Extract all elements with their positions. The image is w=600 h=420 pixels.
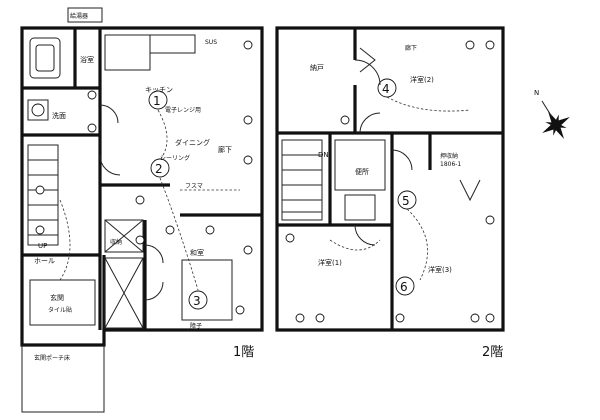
room-entrance: 玄関 xyxy=(50,293,64,302)
room-hall: ホール xyxy=(34,257,55,265)
stairs-floor1: UP xyxy=(27,144,59,250)
room-closet: 納戸 xyxy=(310,63,324,72)
room-western1: 洋室(1) xyxy=(318,258,342,267)
marker-4: 4 xyxy=(382,82,390,96)
marker-1: 1 xyxy=(153,94,161,108)
room-washroom: 洗面 xyxy=(52,111,66,120)
marker-6: 6 xyxy=(400,280,408,294)
floor1-label: 1階 xyxy=(233,345,254,360)
room-japanese: 和室 xyxy=(190,248,204,257)
room-corridor1: 廊下 xyxy=(218,145,232,154)
stairs-floor2: DN xyxy=(281,139,329,221)
fusuma-label: フスマ xyxy=(185,183,203,190)
room-western2: 洋室(2) xyxy=(410,75,434,84)
floor2-plan: 納戸 洋室(2) 廊下 DN 便所 押収納 1806-1 洋室(1) 洋室(3)… xyxy=(275,26,505,360)
hot-water-note: 給湯器 xyxy=(70,12,88,20)
floor1-plan: 給湯器 浴室 洗面 UP ホール 玄関 タイル貼 玄関ポー xyxy=(20,7,264,413)
floor1-markers: 1 2 3 xyxy=(148,90,208,310)
range-note: 電子レンジ用 xyxy=(165,107,201,114)
porch-label: 玄関ポーチ床 xyxy=(34,354,70,362)
ceiling-note: シーリング xyxy=(160,154,190,162)
room-dining: ダイニング xyxy=(175,138,210,147)
marker-3: 3 xyxy=(193,294,201,308)
corridor2-label: 廊下 xyxy=(405,44,417,52)
hall-up-label: UP xyxy=(38,242,47,250)
storage2-label: 押収納 xyxy=(440,152,458,160)
dn-label: DN xyxy=(318,151,329,159)
marker-5: 5 xyxy=(402,194,410,208)
code-note: 1806-1 xyxy=(440,161,461,168)
floor1-outlets xyxy=(35,40,253,315)
room-kitchen: キッチン xyxy=(145,86,173,94)
compass-north-label: N xyxy=(534,89,539,97)
sus-note: SUS xyxy=(205,39,217,46)
storage-label: 収納 xyxy=(110,238,122,246)
entrance-floor-note: タイル貼 xyxy=(48,306,72,314)
floor2-markers: 4 5 6 xyxy=(377,78,417,296)
room-bath: 浴室 xyxy=(80,55,94,64)
marker-2: 2 xyxy=(155,162,163,176)
shoji-label: 障子 xyxy=(190,322,202,330)
floor2-label: 2階 xyxy=(482,345,503,360)
floor2-outlets xyxy=(285,40,495,323)
compass: N xyxy=(534,89,570,139)
room-toilet: 便所 xyxy=(355,167,369,176)
room-western3: 洋室(3) xyxy=(428,265,452,274)
